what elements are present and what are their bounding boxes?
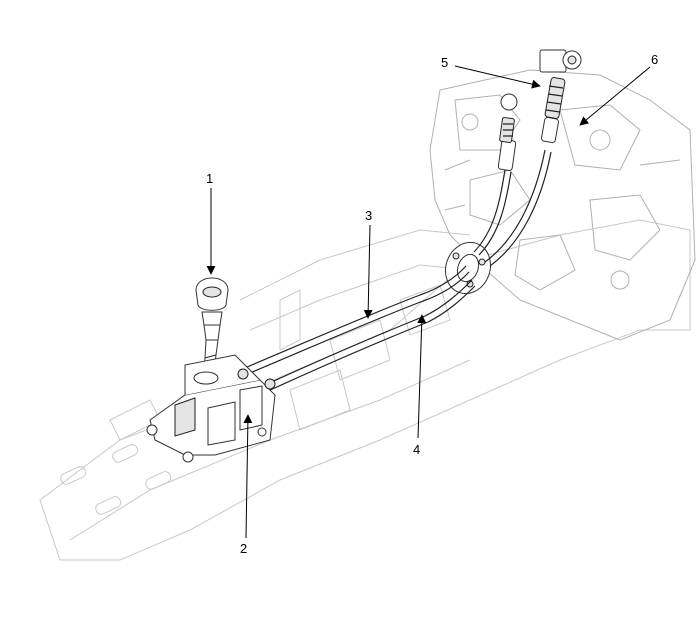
transmission-housing bbox=[429, 69, 696, 341]
shift-lever-knob bbox=[195, 277, 229, 377]
floor-panel-outline bbox=[39, 219, 691, 561]
callout-2: 2 bbox=[240, 541, 247, 556]
callout-5: 5 bbox=[441, 55, 448, 70]
leader-lines bbox=[206, 65, 651, 539]
shift-cables bbox=[234, 149, 552, 392]
shift-cable-end bbox=[539, 49, 582, 144]
callout-1: 1 bbox=[206, 171, 213, 186]
floor-slots bbox=[60, 444, 172, 515]
callout-3: 3 bbox=[365, 208, 372, 223]
select-cable-end bbox=[497, 93, 518, 171]
callout-6: 6 bbox=[651, 52, 658, 67]
shift-lever-assembly bbox=[146, 354, 276, 463]
callout-4: 4 bbox=[413, 442, 420, 457]
